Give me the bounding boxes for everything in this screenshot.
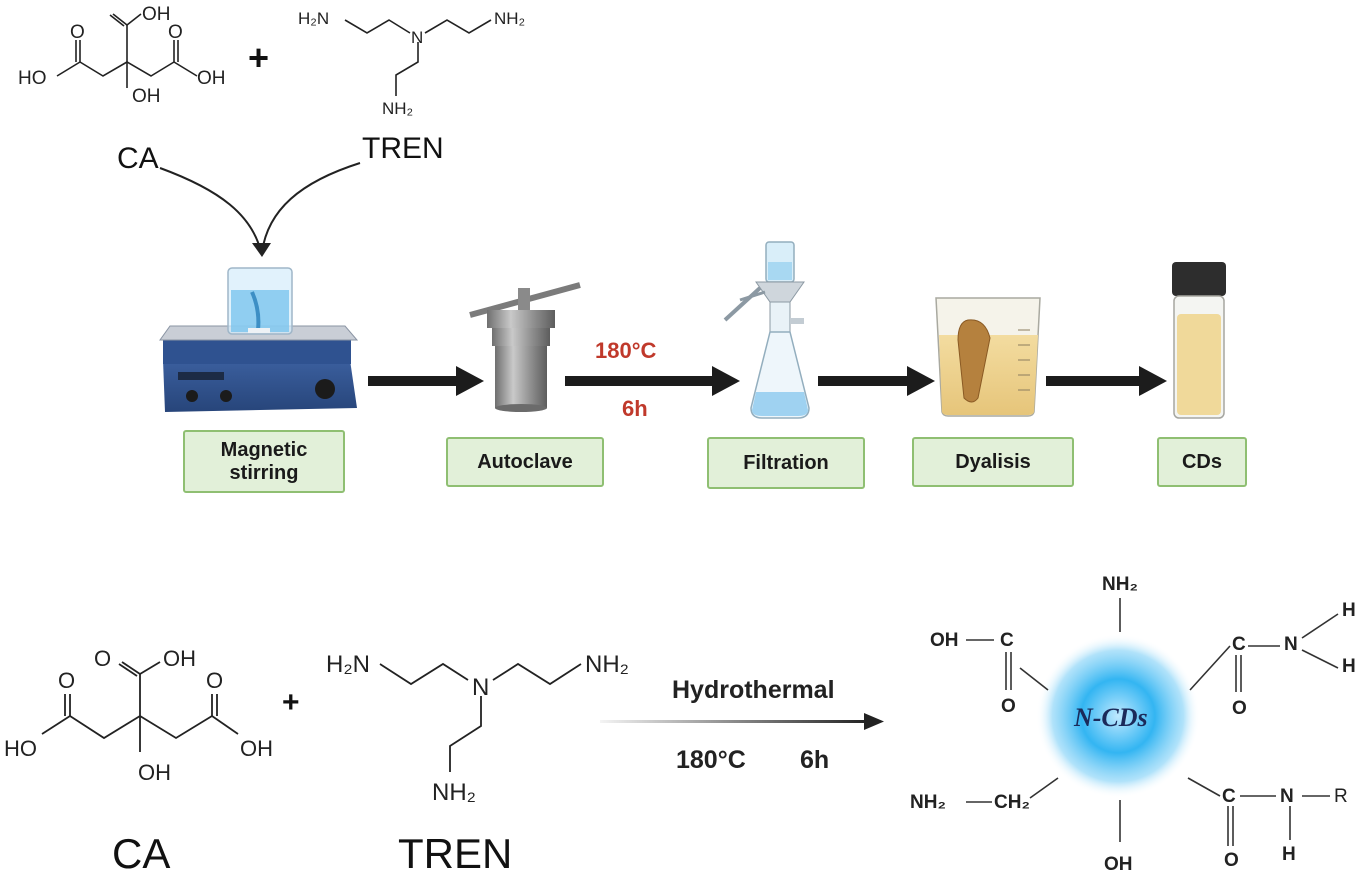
top-ca-o-right: O: [168, 22, 183, 43]
top-tren-h2n: H₂N: [298, 9, 329, 28]
ncds-lt-c: C: [1000, 630, 1014, 651]
hydrothermal-time: 6h: [800, 746, 829, 774]
filtration-illustration: [723, 241, 810, 419]
ncds-rt-o: O: [1232, 698, 1247, 719]
ncds-center-label: N-CDs: [1073, 703, 1148, 732]
top-tren-nh2-bottom: NH₂: [382, 99, 413, 118]
bottom-tren-h2n: H₂N: [326, 651, 370, 678]
ncds-lb-nh2: NH₂: [910, 792, 946, 813]
top-tren-nh2-right: NH₂: [494, 9, 525, 28]
step-box-dyalisis: Dyalisis: [912, 437, 1074, 487]
bottom-ca-oh-bottom: OH: [138, 760, 171, 785]
ncds-rb-c: C: [1222, 786, 1236, 807]
cds-vial-illustration: [1172, 262, 1226, 419]
top-condition-time: 6h: [622, 396, 648, 421]
top-ca-label: CA: [117, 142, 159, 175]
ncds-lb-ch2: CH₂: [994, 792, 1030, 813]
ncds-rb-r: R: [1334, 786, 1348, 807]
bottom-tren-structure: [379, 662, 582, 772]
top-tren-n: N: [411, 28, 423, 47]
ncds-lt-o: O: [1001, 696, 1016, 717]
autoclave-illustration: [469, 282, 581, 412]
top-ca-oh-bottom: OH: [132, 86, 161, 107]
ncds-rt-h1: H: [1342, 600, 1356, 621]
bottom-ca-structure: [41, 661, 239, 752]
top-ca-structure: [56, 13, 198, 88]
step-label-filtration: Filtration: [743, 451, 829, 474]
bottom-ca-group-labels: O OH O O HO OH OH: [4, 646, 273, 785]
process-arrows: [368, 366, 1167, 396]
ncds-product: N-CDs NH₂ OH C O: [910, 574, 1356, 875]
ncds-rt-c: C: [1232, 634, 1246, 655]
top-ca-oh-top: OH: [142, 4, 171, 25]
ncds-group-labels: NH₂ OH C O C N H H O NH₂ CH₂ OH C N R H …: [910, 574, 1356, 875]
top-condition-temperature: 180°C: [595, 338, 657, 363]
top-tren-structure: [344, 19, 492, 96]
bottom-ca-o-left: O: [58, 668, 75, 693]
step-label-dyalisis: Dyalisis: [955, 450, 1031, 473]
ncds-rb-o: O: [1224, 850, 1239, 871]
bottom-ca-o-right: O: [206, 668, 223, 693]
ncds-rt-h2: H: [1342, 656, 1356, 677]
ncds-rt-n: N: [1284, 634, 1298, 655]
bottom-ca-label: CA: [112, 830, 170, 877]
top-ca-o-left: O: [70, 22, 85, 43]
step-box-autoclave: Autoclave: [446, 437, 604, 487]
converging-arrows: [159, 162, 361, 257]
top-plus-sign: +: [248, 37, 269, 78]
step-box-filtration: Filtration: [707, 437, 865, 489]
top-tren-label: TREN: [362, 132, 444, 165]
step-label-cds: CDs: [1181, 450, 1222, 473]
bottom-plus-sign: +: [282, 686, 300, 719]
bottom-tren-nh2-bottom: NH₂: [432, 779, 476, 806]
step-label-autoclave: Autoclave: [477, 450, 573, 473]
bottom-tren-n: N: [472, 674, 489, 701]
dialysis-illustration: [935, 297, 1041, 417]
bottom-ca-ho-left: HO: [4, 736, 37, 761]
top-ca-ho-left: HO: [18, 68, 47, 89]
ncds-bonds: [966, 598, 1339, 846]
top-ca-group-labels: OH HO O O HO OH OH: [18, 4, 226, 107]
ncds-lt-oh: OH: [930, 630, 959, 651]
magnetic-stirrer-illustration: [159, 267, 359, 412]
step-box-cds: CDs: [1157, 437, 1247, 487]
ncds-rb-n: N: [1280, 786, 1294, 807]
hydrothermal-temperature: 180°C: [676, 746, 746, 774]
bottom-tren-nh2-right: NH₂: [585, 651, 629, 678]
top-ca-oh-right: OH: [197, 68, 226, 89]
hydrothermal-label: Hydrothermal: [672, 676, 835, 704]
bottom-tren-label: TREN: [398, 830, 512, 877]
bottom-ca-oh-right: OH: [240, 736, 273, 761]
top-tren-group-labels: H₂N N NH₂ NH₂: [298, 9, 525, 118]
ncds-top-nh2: NH₂: [1102, 574, 1138, 595]
bottom-ca-o-top: O: [94, 646, 111, 671]
hydrothermal-arrow: [600, 713, 884, 730]
ncds-glow: [1036, 634, 1200, 798]
bottom-tren-group-labels: H₂N N NH₂ NH₂: [326, 651, 629, 806]
ncds-rb-h: H: [1282, 844, 1296, 865]
ncds-bottom-oh: OH: [1104, 854, 1133, 875]
bottom-ca-oh-top: OH: [163, 646, 196, 671]
